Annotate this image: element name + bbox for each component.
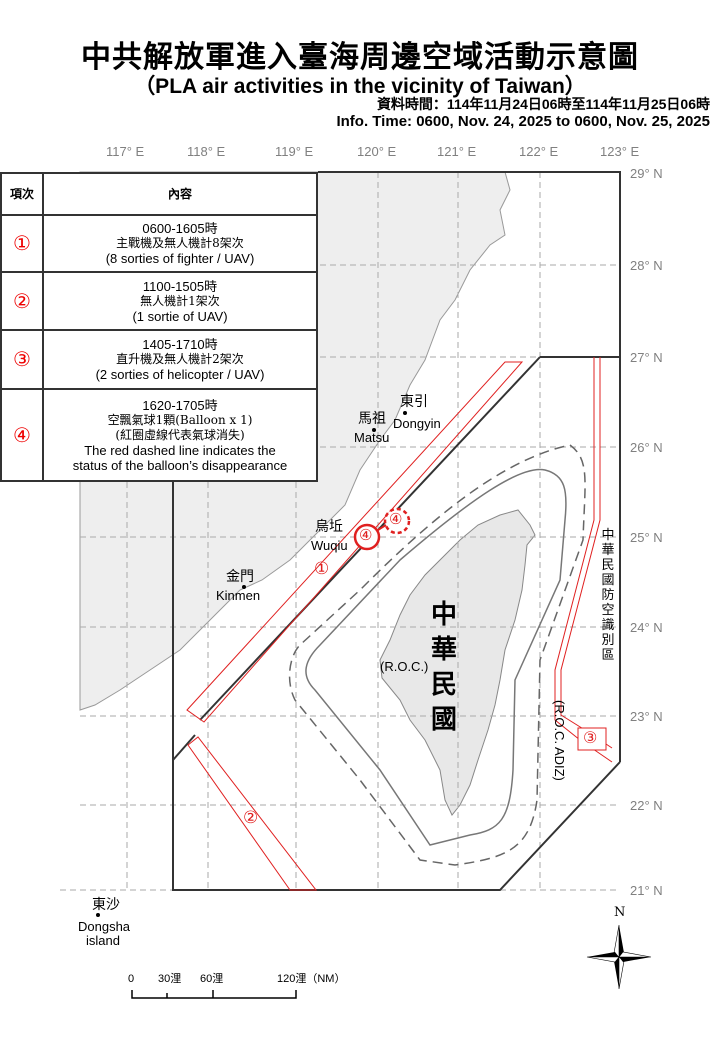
scale-30: 30浬 <box>158 973 182 985</box>
legend-col-content: 內容 <box>42 172 318 216</box>
legend-index-2: ② <box>0 271 44 331</box>
roc-label-zh: 中華民國 <box>430 600 457 735</box>
lat-label: 27° N <box>630 350 663 365</box>
place-dongsha-zh: 東沙 <box>92 897 120 913</box>
adiz-label-en: (R.O.C. ADIZ) <box>552 700 567 781</box>
marker-3: ③ <box>583 730 598 747</box>
compass-north-label: N <box>614 905 626 920</box>
legend-row-2: 1100-1505時無人機計1架次(1 sortie of UAV) <box>42 271 318 331</box>
place-dongyin-zh: 東引 <box>400 394 428 410</box>
adiz-label-zh: 中華民國防空識別區 <box>601 528 615 663</box>
marker-4: ④ <box>359 527 373 544</box>
legend-index-3: ③ <box>0 329 44 390</box>
activity-area-2 <box>187 736 318 891</box>
place-dongyin-en: Dongyin <box>393 416 441 431</box>
lon-label: 122° E <box>519 144 559 159</box>
lon-label: 118° E <box>187 144 226 159</box>
scale-60: 60浬 <box>200 973 224 985</box>
place-wuqiu-zh: 烏坵 <box>315 519 343 535</box>
lat-label: 25° N <box>630 530 663 545</box>
legend-row-3: 1405-1710時直升機及無人機計2架次(2 sorties of helic… <box>42 329 318 390</box>
info-time-en: Info. Time: 0600, Nov. 24, 2025 to 0600,… <box>336 113 710 130</box>
lat-label: 26° N <box>630 440 663 455</box>
map-frame <box>172 171 621 891</box>
marker-2: ② <box>243 808 259 827</box>
legend-row-4: 1620-1705時空飄氣球1顆(Balloon x 1)(紅圈虛線代表氣球消失… <box>42 388 318 482</box>
place-matsu-en: Matsu <box>354 430 390 445</box>
activity-area-1 <box>186 361 524 723</box>
lat-label: 21° N <box>630 883 663 898</box>
marker-1: ① <box>314 559 330 578</box>
lon-label: 121° E <box>437 144 477 159</box>
info-time-zh: 資料時間：114年11月24日06時至114年11月25日06時 <box>376 96 710 112</box>
place-kinmen-en: Kinmen <box>216 588 261 603</box>
lat-label: 29° N <box>630 166 663 181</box>
lon-label: 123° E <box>600 144 640 159</box>
marker-4-vanished: ④ <box>389 511 403 528</box>
lat-label: 24° N <box>630 620 663 635</box>
legend-index-1: ① <box>0 214 44 273</box>
legend-table: 項次內容 ① 0600-1605時主戰機及無人機計8架次(8 sorties o… <box>0 172 318 482</box>
legend-row-1: 0600-1605時主戰機及無人機計8架次(8 sorties of fight… <box>42 214 318 273</box>
lat-label: 23° N <box>630 709 663 724</box>
scale-120: 120浬（NM） <box>277 973 346 985</box>
place-matsu-zh: 馬祖 <box>358 411 386 427</box>
scale-bar <box>131 990 297 999</box>
legend-col-index: 項次 <box>0 172 44 216</box>
roc-label-en: (R.O.C.) <box>380 659 429 674</box>
balloon-vanished-marker <box>383 507 411 535</box>
legend-index-4: ④ <box>0 388 44 482</box>
compass-rose <box>586 924 652 990</box>
lat-label: 28° N <box>630 258 663 273</box>
lon-label: 119° E <box>275 144 314 159</box>
place-wuqiu-en: Wuqiu <box>311 538 348 553</box>
contiguous-zone-line <box>305 468 567 846</box>
balloon-marker <box>353 523 381 551</box>
lat-label: 22° N <box>630 798 663 813</box>
map-title-en: （PLA air activities in the vicinity of T… <box>134 75 586 98</box>
scale-0: 0 <box>128 973 135 985</box>
map-title-zh: 中共解放軍進入臺海周邊空域活動示意圖 <box>81 40 639 75</box>
lon-label: 120° E <box>357 144 397 159</box>
place-kinmen-zh: 金門 <box>226 569 254 585</box>
lon-label: 117° E <box>106 144 145 159</box>
